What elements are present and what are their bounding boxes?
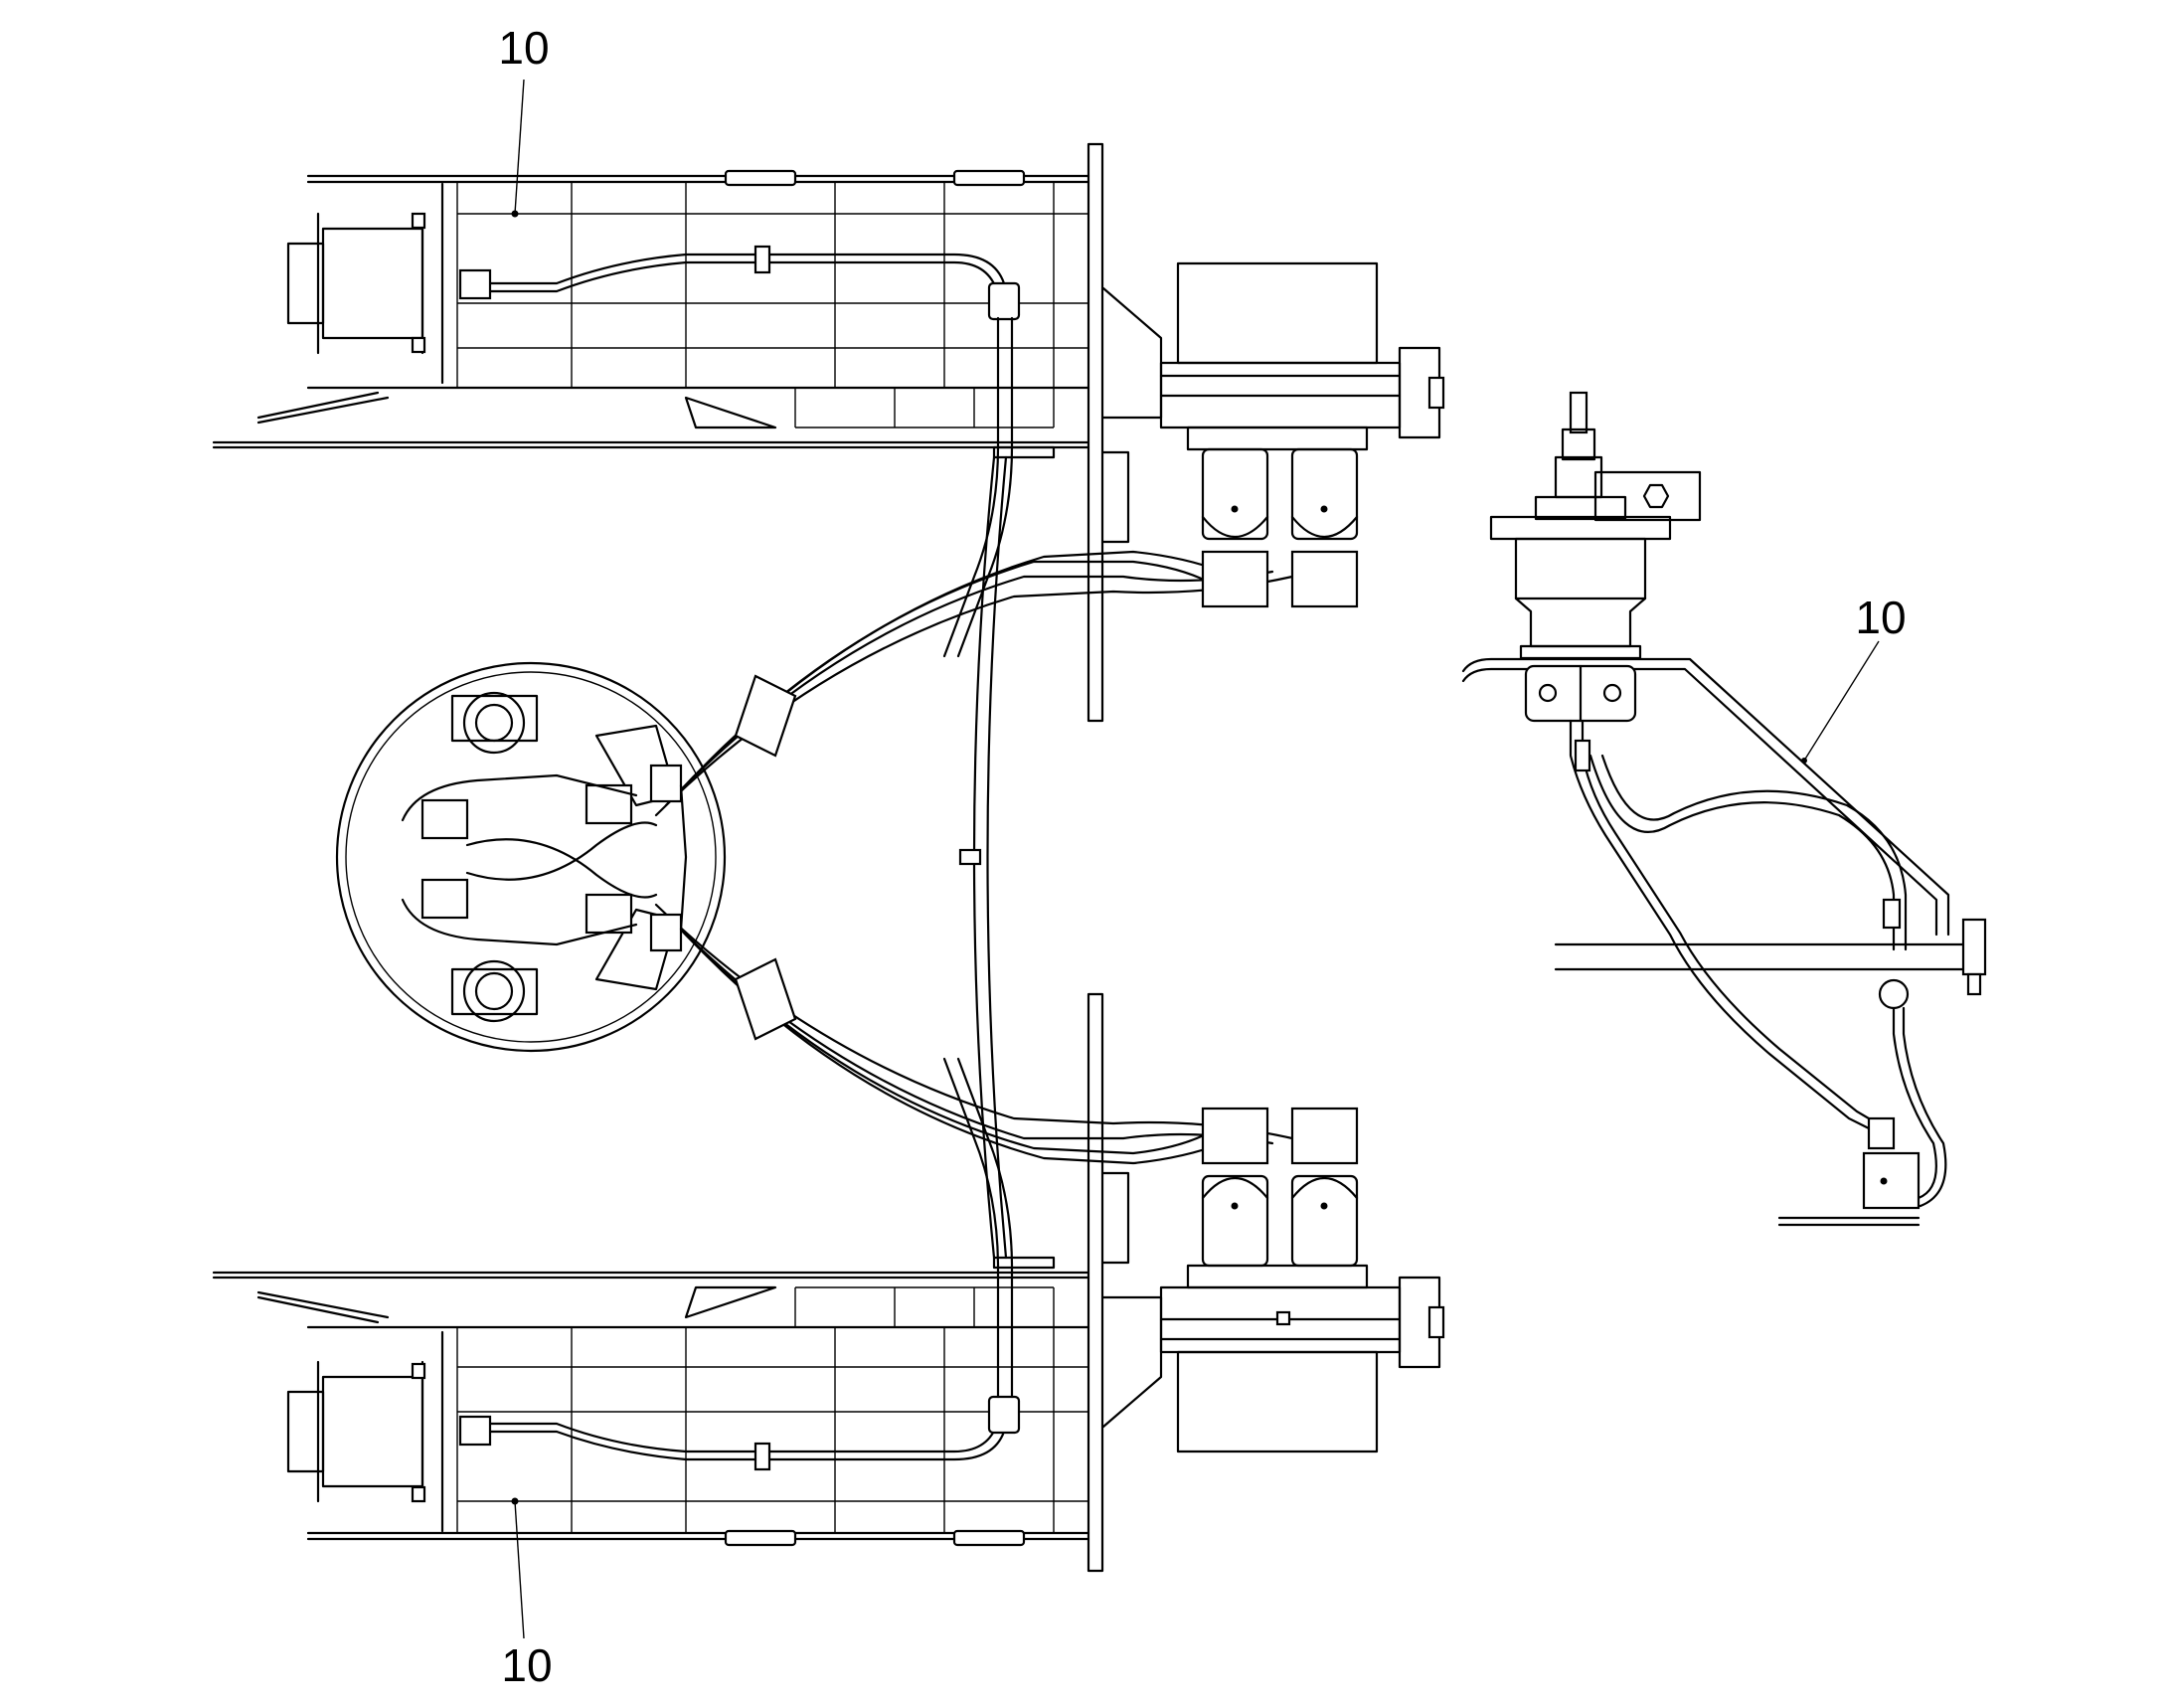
right-detail-view [1461,391,1987,1227]
leader-top-left [514,79,525,215]
top-motor-group [1101,261,1445,608]
leader-right-detail [1803,640,1880,762]
central-round-unit [335,661,727,1053]
bottom-left-frame [212,992,1104,1573]
callout-label-right-detail: 10 [1855,592,1907,643]
callout-label-top-left: 10 [498,22,550,74]
bottom-motor-group [1101,1107,1445,1453]
callout-label-bottom-left: 10 [501,1639,553,1691]
leader-bottom-left [514,1500,525,1639]
leader-lines [514,79,1880,1639]
top-left-frame [212,142,1104,723]
central-arc-and-hoses [654,316,1294,1399]
